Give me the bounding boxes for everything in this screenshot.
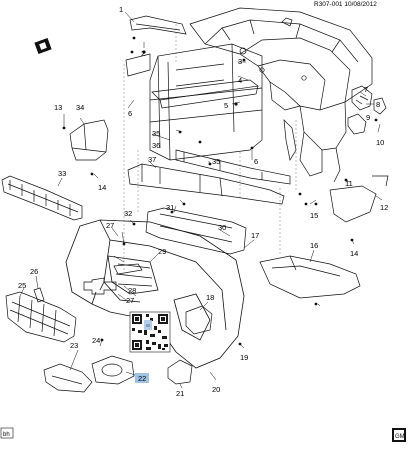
impact-bar-upper: [175, 149, 291, 185]
callout-28: 28: [128, 286, 136, 295]
latch-bracket-group: [329, 85, 389, 223]
callout-31: 31: [166, 203, 174, 212]
qr-code: [129, 311, 171, 353]
callout-35a: 35: [152, 129, 160, 138]
callout-13: 13: [54, 103, 62, 112]
callout-22: 22: [138, 374, 146, 383]
callout-9: 9: [366, 113, 370, 122]
callout-24: 24: [92, 336, 100, 345]
callout-15: 15: [310, 211, 318, 220]
gm-logo: GM: [392, 428, 406, 442]
callout-6b: 6: [254, 157, 258, 166]
leader-lines: [19, 11, 383, 389]
upper-grille: [1, 175, 83, 221]
front-body-shell: [189, 7, 373, 183]
side-molding-strip: [33, 287, 45, 303]
callout-27b: 27: [126, 296, 134, 305]
callout-18: 18: [206, 293, 214, 302]
callout-22-highlight: [135, 373, 149, 383]
emblem-badge: [113, 263, 143, 275]
hood-bracket: [129, 15, 187, 35]
callout-36: 36: [152, 141, 160, 150]
fastener-group: [62, 36, 378, 346]
callout-14b: 14: [350, 249, 358, 258]
front-bumper-fascia: [65, 219, 245, 369]
callout-29: 29: [158, 247, 166, 256]
callout-3: 3: [238, 57, 242, 66]
guide-lines: [123, 24, 297, 272]
callout-23: 23: [70, 341, 78, 350]
callout-27a: 27: [106, 221, 114, 230]
impact-bar-lower: [127, 163, 285, 205]
callout-12: 12: [380, 203, 388, 212]
footer-left-tag: bh: [0, 427, 14, 439]
diagram-ref-code: R307-001 10/08/2012: [314, 1, 377, 8]
footer-left-tag-text: bh: [3, 432, 10, 438]
callout-34: 34: [76, 103, 84, 112]
fog-lamp-molding: [43, 363, 93, 393]
callout-20: 20: [212, 385, 220, 394]
callout-7: 7: [364, 85, 368, 94]
gm-logo-text: GM: [395, 434, 405, 440]
callout-8: 8: [376, 100, 380, 109]
fog-lamp-bracket: [167, 359, 193, 385]
callout-11: 11: [345, 179, 353, 188]
callout-30: 30: [218, 223, 226, 232]
energy-absorber: [145, 207, 247, 255]
callout-17: 17: [251, 231, 259, 240]
callout-10: 10: [376, 138, 384, 147]
lower-splash-shield: [259, 255, 361, 299]
callout-16: 16: [310, 241, 318, 250]
callout-5: 5: [224, 101, 228, 110]
callout-14a: 14: [98, 183, 106, 192]
callout-35b: 35: [212, 157, 220, 166]
radiator-support: [125, 43, 263, 161]
callout-19: 19: [240, 353, 248, 362]
callout-33: 33: [58, 169, 66, 178]
bowtie-emblem: [83, 277, 117, 295]
callout-25: 25: [18, 281, 26, 290]
callout-6a: 6: [128, 109, 132, 118]
callout-2: 2: [141, 49, 145, 58]
callout-32: 32: [124, 209, 132, 218]
lower-grille: [5, 291, 77, 343]
fog-lamp-bezel: [91, 355, 135, 385]
callout-1: 1: [119, 5, 123, 14]
fascia-bracket-right: [185, 305, 213, 335]
callout-26: 26: [30, 267, 38, 276]
callout-37: 37: [148, 155, 156, 164]
note-icon: [34, 37, 52, 55]
callout-labels: 1 2 3 4 5 6 6 7 8 9 10 11 12 13 14 14 15…: [18, 5, 388, 398]
callout-4: 4: [238, 76, 242, 85]
upper-tie-bar: [151, 79, 259, 109]
qr-highlight: [144, 320, 152, 330]
left-air-deflector: [69, 119, 109, 161]
callout-21: 21: [176, 389, 184, 398]
